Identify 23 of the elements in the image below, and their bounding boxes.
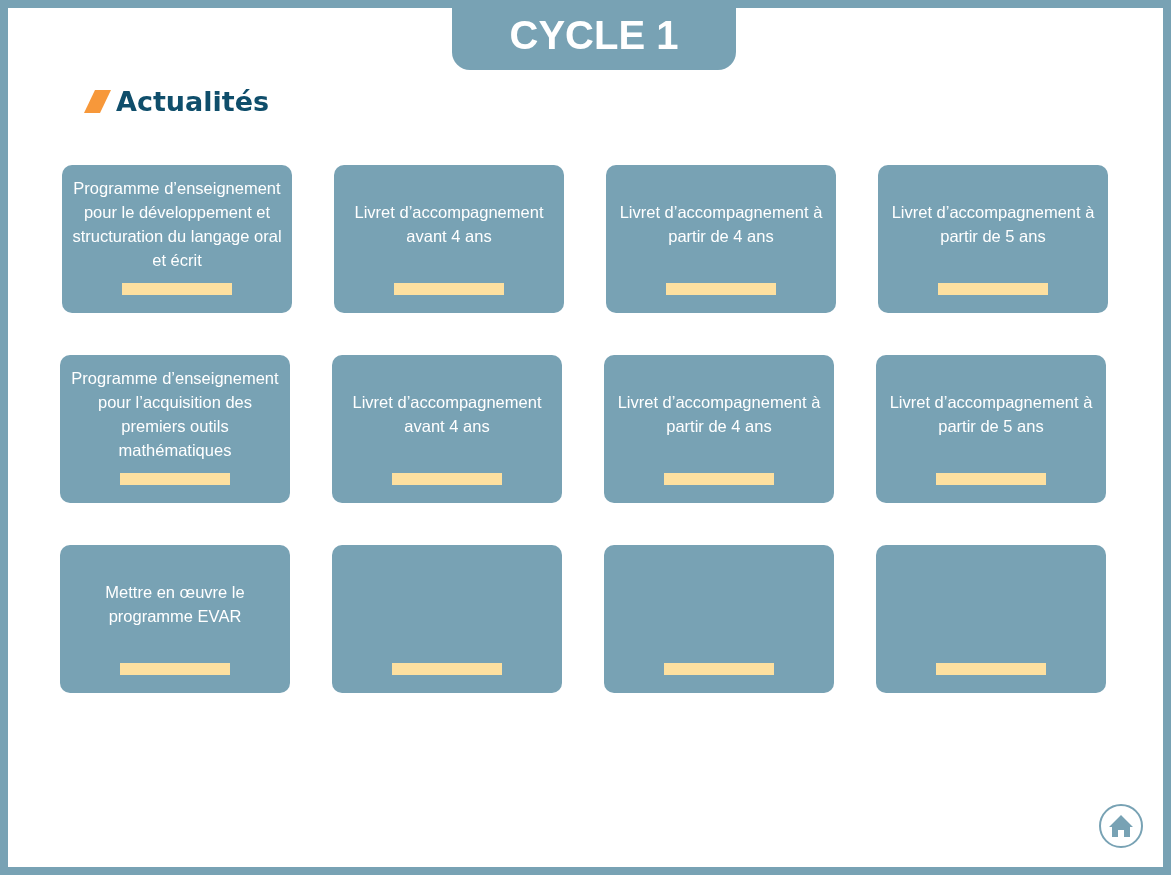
card: [604, 545, 834, 693]
card: [60, 545, 290, 693]
section-heading: Actualités: [116, 86, 270, 117]
card: [604, 355, 834, 503]
card-text: Livret d’accompagnement à partir de 4 ans: [618, 202, 824, 247]
card-text: Livret d’accompagnement avant 4 ans: [353, 202, 545, 247]
card: [62, 165, 292, 313]
card-text: Livret d’accompagnement à partir de 4 ans: [616, 392, 822, 437]
card-text: Programme d’enseignement pour le développement et structuration du langage oral et écrit: [72, 178, 282, 271]
page-title: CYCLE 1: [452, 8, 736, 70]
card: [876, 545, 1106, 693]
card: [60, 355, 290, 503]
card: [332, 545, 562, 693]
card: [334, 165, 564, 313]
card-text: Mettre en œuvre le programme EVAR: [104, 582, 246, 627]
card: [332, 355, 562, 503]
card-text: Livret d’accompagnement à partir de 5 ans: [890, 202, 1096, 247]
card-text: Livret d’accompagnement à partir de 5 ans: [888, 392, 1094, 437]
card: [876, 355, 1106, 503]
card: [606, 165, 836, 313]
card-text: Livret d’accompagnement avant 4 ans: [351, 392, 543, 437]
card-text: Programme d’enseignement pour l’acquisition des premiers outils mathématiques: [70, 368, 280, 461]
card: [878, 165, 1108, 313]
